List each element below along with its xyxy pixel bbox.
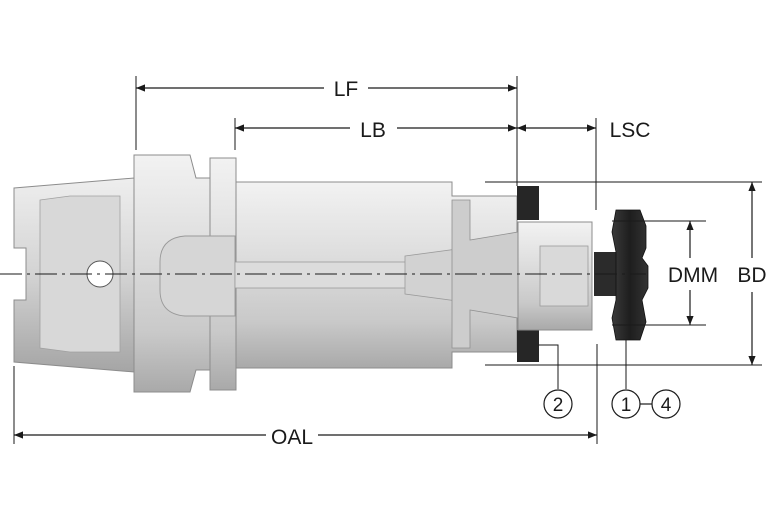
dimension-lines <box>14 84 756 439</box>
callout-circle-2 <box>543 389 573 419</box>
dim-label-lsc: LSC <box>610 119 651 142</box>
dim-label-lf: LF <box>334 78 359 101</box>
coolant-bore <box>159 235 236 317</box>
dim-label-bd: BD <box>737 264 766 287</box>
arbor-nut <box>539 245 589 307</box>
milling-cutter <box>611 209 649 341</box>
callout-number-1: 1 <box>621 395 632 416</box>
callout-circle-4 <box>651 389 681 419</box>
coolant-tube <box>234 261 411 289</box>
callout-number-2: 2 <box>553 395 564 416</box>
dim-label-oal: OAL <box>271 426 313 449</box>
callout-leaders <box>538 340 627 389</box>
tool-body <box>13 154 649 393</box>
drive-key-top <box>517 186 539 220</box>
callout-number-4: 4 <box>661 395 672 416</box>
dim-label-lb: LB <box>360 119 386 142</box>
dim-label-dmm: DMM <box>668 264 718 287</box>
drive-key-bottom <box>517 330 539 362</box>
